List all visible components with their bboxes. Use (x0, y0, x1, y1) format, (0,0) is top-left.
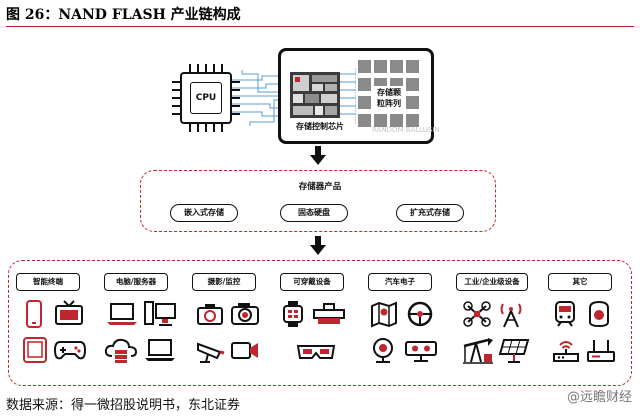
arrow-down-icon (310, 146, 326, 165)
tv-icon (55, 300, 83, 325)
gamepad-icon (54, 341, 86, 360)
speaker-icon (589, 300, 609, 328)
category-automotive: 汽车电子 (368, 273, 432, 291)
dashcam-icon (373, 338, 393, 363)
train-icon (555, 301, 575, 327)
solar-panel-icon (498, 339, 530, 363)
applications-box (8, 260, 632, 386)
smartphone-icon (26, 300, 42, 328)
video-camera-icon (231, 342, 258, 359)
router-icon (553, 341, 579, 362)
oil-pump-icon (463, 338, 493, 364)
watermark: @远瞻财经 (566, 390, 632, 405)
array-connector (340, 68, 356, 124)
car-map-icon (371, 301, 397, 328)
array-label-line1: 存储颗 (377, 88, 401, 97)
controller-label: 存储控制芯片 (296, 122, 344, 131)
category-wearables: 可穿戴设备 (280, 273, 344, 291)
product-ssd: 固态硬盘 (280, 204, 348, 222)
category-computer-server: 电脑/服务器 (104, 273, 168, 291)
steering-wheel-icon (407, 301, 433, 327)
tablet-icon (23, 337, 47, 363)
cpu-chip: CPU (180, 72, 232, 124)
products-box (140, 170, 496, 232)
product-expandable: 扩充式存储 (396, 204, 464, 222)
bus-lines (232, 70, 290, 126)
camera-icon (197, 304, 223, 325)
desktop-icon (144, 301, 176, 326)
controller-chip-icon (290, 72, 340, 118)
smartwatch-icon (283, 301, 303, 327)
category-industrial: 工业/企业级设备 (456, 273, 528, 291)
faint-text: RANDOM BALLUSIN (372, 126, 440, 134)
cpu-pins-icon (172, 64, 240, 132)
camera-icon (231, 303, 259, 325)
arrow-down-icon (310, 236, 326, 255)
product-embedded: 嵌入式存储 (170, 204, 238, 222)
laptop-icon (107, 303, 137, 325)
figure-title: 图 26：NAND FLASH 产业链构成 (6, 4, 634, 27)
car-camera-icon (405, 341, 437, 362)
category-smart-terminal: 智能终端 (16, 273, 80, 291)
category-other: 其它 (548, 273, 612, 291)
drone-icon (463, 301, 491, 327)
figure-source: 数据来源：得一微招股说明书，东北证券 (6, 398, 241, 413)
cloud-server-icon (104, 338, 138, 363)
category-camera-monitoring: 摄影/监控 (192, 273, 256, 291)
wearable-device-icon (313, 303, 345, 324)
cpu-label: CPU (190, 82, 222, 114)
notebook-icon (145, 339, 175, 361)
cctv-icon (197, 342, 225, 363)
signal-tower-icon (500, 303, 522, 328)
settop-box-icon (587, 340, 615, 362)
products-title: 存储器产品 (298, 182, 342, 192)
array-label-line2: 粒阵列 (377, 99, 401, 108)
vr-glasses-icon (296, 345, 336, 359)
array-label: 存储颗 粒阵列 (372, 86, 406, 110)
